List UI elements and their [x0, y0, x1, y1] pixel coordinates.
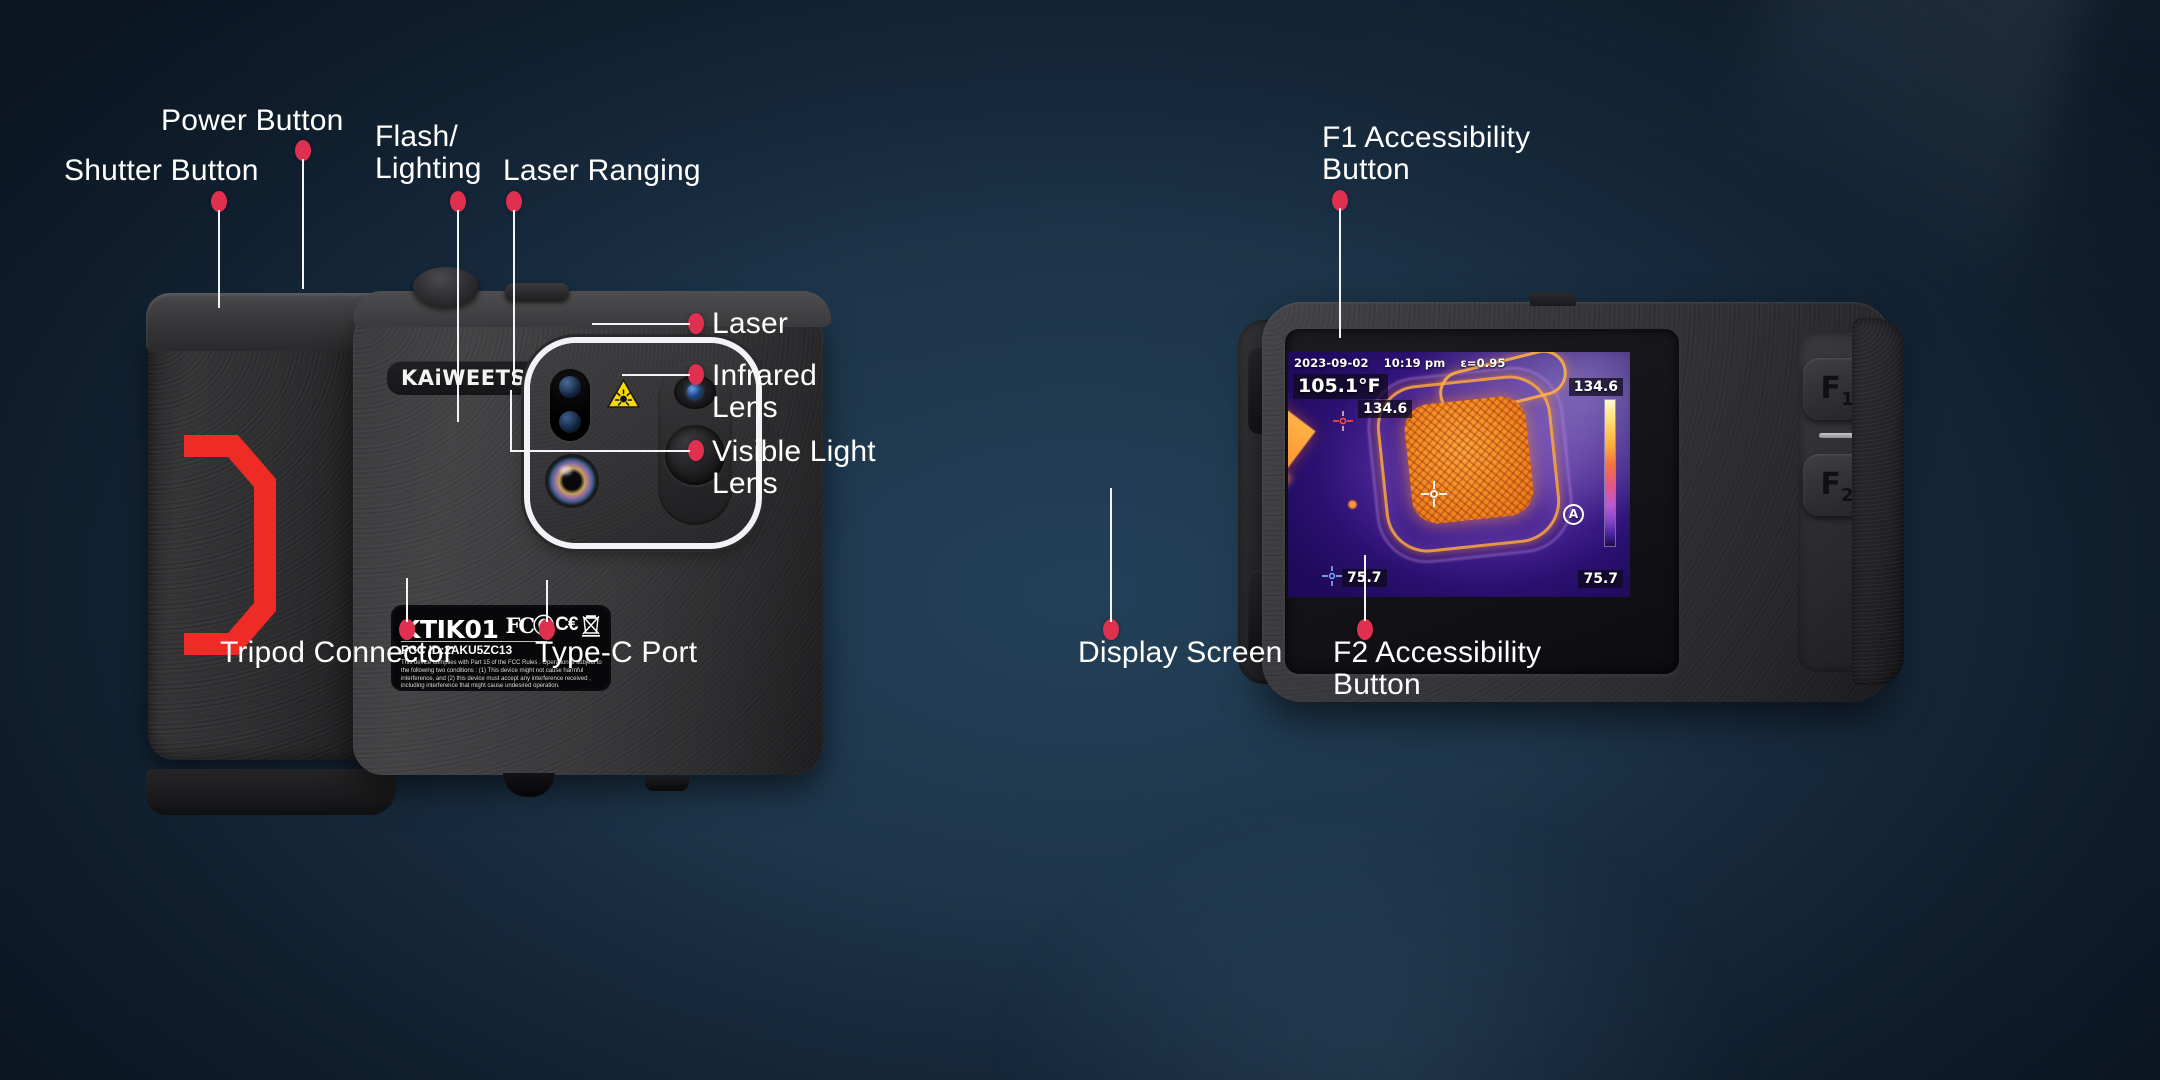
temperature-color-scale: [1604, 399, 1616, 547]
thermal-speck: [1348, 500, 1357, 509]
display-time: 10:19 pm: [1383, 356, 1446, 370]
callout-leader-infrared-lens: [622, 374, 690, 376]
display-status-bar: 2023-09-02 10:19 pm ε=0.95: [1294, 356, 1516, 370]
callout-dot-f2-accessibility: [1357, 619, 1373, 640]
display-date: 2023-09-02: [1294, 356, 1369, 370]
ce-mark-icon: C€: [555, 614, 578, 635]
callout-leader-power-button: [302, 159, 304, 289]
callout-label-type-c-port: Type-C Port: [535, 636, 698, 669]
regulatory-label: KTIK01 FCⒸ C€: [391, 605, 611, 691]
cold-spot-crosshair-icon: [1321, 565, 1343, 587]
compliance-text: This device complies with Part 15 of the…: [401, 659, 602, 690]
model-number: KTIK01: [401, 615, 499, 644]
callout-dot-laser-ranging: [506, 191, 522, 212]
callout-dot-display-screen: [1103, 619, 1119, 640]
fcc-id: FCC ID:2AKU5ZC13: [401, 641, 547, 657]
callout-label-display-screen: Display Screen: [1078, 636, 1283, 669]
callout-leader-tripod-connector: [406, 578, 408, 622]
display-emissivity: ε=0.95: [1460, 356, 1506, 370]
callout-leader-laser-ranging: [513, 210, 515, 385]
callout-dot-f1-accessibility: [1332, 190, 1348, 211]
laser-ranging-receiver: [559, 411, 581, 433]
callout-leader-visible-light-lens-v: [510, 390, 512, 452]
color-scale-gradient: [1605, 400, 1615, 546]
shutter-button[interactable]: [413, 267, 479, 307]
callout-label-visible-light-lens: Visible Light Lens: [712, 435, 876, 501]
callout-leader-shutter-button: [218, 210, 220, 308]
laser-ranging-sensor-housing: [550, 369, 590, 441]
center-temperature-readout: 105.1°F: [1293, 374, 1388, 399]
callout-dot-flash-lighting: [450, 191, 466, 212]
tripod-connector: [503, 773, 555, 797]
callout-dot-tripod-connector: [399, 619, 415, 640]
callout-dot-infrared-lens: [688, 364, 704, 385]
laser-emitter-housing: [674, 375, 716, 409]
lens-highlight: [560, 466, 572, 475]
laser-emitter: [687, 384, 702, 399]
callout-dot-shutter-button: [211, 191, 227, 212]
brand-logo: KAiWEETS: [387, 361, 541, 395]
callout-label-flash-lighting: Flash/ Lighting: [375, 120, 482, 186]
panel-divider-dash: [1819, 433, 1855, 438]
visible-light-lens: [548, 457, 596, 505]
power-button[interactable]: [505, 283, 569, 301]
callout-label-laser: Laser: [712, 307, 789, 340]
callout-dot-power-button: [295, 140, 311, 161]
callout-label-f1-accessibility: F1 Accessibility Button: [1322, 121, 1531, 187]
callout-dot-laser: [688, 313, 704, 334]
back-grip-texture: [1852, 318, 1904, 686]
scale-max-temperature: 134.6: [1568, 378, 1623, 396]
callout-leader-flash-lighting: [457, 210, 459, 422]
callout-label-f2-accessibility: F2 Accessibility Button: [1333, 636, 1542, 702]
back-hand-grip: [1852, 318, 1904, 686]
hot-spot-temperature: 134.6: [1358, 400, 1413, 418]
hot-spot-crosshair-icon: [1332, 410, 1354, 432]
callout-leader-f2-accessibility: [1364, 555, 1366, 621]
callout-leader-display-screen: [1110, 488, 1112, 622]
grip-bottom-cap: [146, 769, 396, 815]
callout-label-power-button: Power Button: [161, 104, 344, 137]
display-screen[interactable]: 2023-09-02 10:19 pm ε=0.95 105.1°F 134.6…: [1288, 352, 1630, 597]
laser-warning-icon: [606, 378, 641, 409]
camera-front-body: KAiWEETS: [353, 305, 823, 797]
callout-dot-visible-light-lens: [688, 440, 704, 461]
callout-label-shutter-button: Shutter Button: [64, 154, 259, 187]
scale-min-temperature: 75.7: [1578, 570, 1623, 588]
red-accent-marking: [176, 425, 288, 665]
front-camera-illustration: KAiWEETS: [146, 267, 848, 815]
lens-module: [530, 343, 756, 543]
callout-label-laser-ranging: Laser Ranging: [503, 154, 701, 187]
laser-ranging-emitter: [559, 376, 581, 398]
callout-leader-visible-light-lens-h: [510, 450, 690, 452]
weee-bin-icon: [580, 612, 602, 638]
callout-dot-type-c-port: [539, 619, 555, 640]
top-connector-nub: [1530, 292, 1576, 306]
center-crosshair-icon: [1420, 480, 1448, 508]
callout-label-tripod-connector: Tripod Connector: [220, 636, 454, 669]
type-c-port: [645, 776, 689, 791]
callout-label-infrared-lens: Infrared Lens: [712, 359, 817, 425]
callout-leader-type-c-port: [546, 580, 548, 622]
callout-leader-f1-accessibility: [1339, 208, 1341, 338]
auto-mode-badge: A: [1563, 504, 1584, 525]
callout-leader-laser: [592, 323, 690, 325]
